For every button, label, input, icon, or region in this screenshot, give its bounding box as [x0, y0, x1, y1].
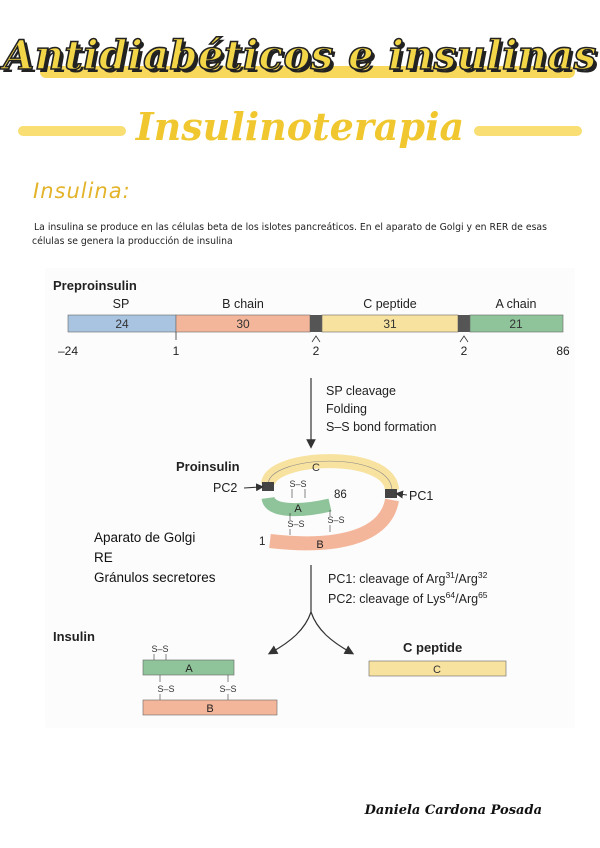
title-highlight-bar	[40, 66, 575, 78]
pc1-sup-1: 31	[445, 570, 455, 580]
note-golgi: Aparato de Golgi	[94, 530, 196, 545]
segment-a-chain	[469, 314, 564, 333]
intro-paragraph: La insulina se produce en las células be…	[32, 222, 547, 247]
preproinsulin-label: Preproinsulin	[53, 278, 137, 293]
proinsulin-cleavage-pc2	[262, 482, 274, 491]
proinsulin-b-letter: B	[316, 539, 323, 551]
proinsulin-a-letter: A	[294, 503, 302, 515]
position-2a: 2	[313, 344, 320, 358]
insulin-a-letter: A	[185, 663, 193, 675]
insulin-b-letter: B	[206, 703, 213, 715]
step-ss-bond: S–S bond formation	[326, 420, 437, 434]
step-sp-cleavage: SP cleavage	[326, 384, 396, 398]
proinsulin-cleavage-pc1	[385, 489, 397, 498]
pc2-cleavage-text: PC2: cleavage of Lys64/Arg65	[328, 590, 488, 606]
insulin-ss-1: S–S	[157, 684, 174, 694]
note-re: RE	[94, 550, 113, 565]
pc1-mid: /Arg	[455, 572, 478, 586]
segment-length-c: 31	[383, 317, 397, 331]
c-peptide-chain	[368, 660, 507, 677]
organelle-notes: Aparato de Golgi RE Gránulos secretores	[94, 528, 216, 588]
pc1-arrow	[395, 490, 408, 499]
caret-2	[459, 335, 469, 343]
cleavage-site-1	[310, 315, 322, 332]
pc2-arrow	[243, 483, 264, 492]
insulin-b-chain	[142, 699, 278, 716]
c-peptide-letter: C	[433, 664, 441, 676]
cleavage-site-2	[458, 315, 470, 332]
position-start: –24	[58, 344, 78, 358]
segment-name-a-chain: A chain	[495, 297, 536, 311]
segment-length-sp: 24	[115, 317, 129, 331]
pc2-prefix: PC2: cleavage of Lys	[328, 592, 446, 606]
pc1-prefix: PC1: cleavage of Arg	[328, 572, 445, 586]
pc2-sup-1: 64	[446, 590, 456, 600]
pc2-mid: /Arg	[455, 592, 478, 606]
pc2-label: PC2	[213, 481, 237, 495]
segment-name-c-peptide: C peptide	[363, 297, 417, 311]
pc1-cleavage-text: PC1: cleavage of Arg31/Arg32	[328, 570, 488, 586]
segment-name-sp: SP	[113, 297, 130, 311]
split-arrow-right	[310, 611, 355, 655]
pc1-label: PC1	[409, 489, 433, 503]
page-title: Antidiabéticos e insulinas	[2, 31, 597, 80]
insulin-ss-top: S–S	[151, 644, 168, 654]
segment-length-b: 30	[236, 317, 250, 331]
section-heading: Insulina:	[33, 179, 131, 203]
segment-name-b-chain: B chain	[222, 297, 264, 311]
step-folding: Folding	[326, 402, 367, 416]
c-peptide-label: C peptide	[403, 640, 462, 655]
page-subtitle: Insulinoterapia	[135, 104, 465, 149]
proinsulin-label: Proinsulin	[176, 459, 240, 474]
caret-1	[311, 335, 321, 343]
insulin-ss-2: S–S	[219, 684, 236, 694]
position-end: 86	[556, 344, 570, 358]
proinsulin-a-chain	[261, 495, 332, 517]
position-2b: 2	[461, 344, 468, 358]
proinsulin-c-loop	[261, 454, 399, 492]
split-arrow-left	[267, 611, 312, 655]
proinsulin-ss-internal: S–S	[289, 479, 306, 489]
pc2-sup-2: 65	[478, 590, 488, 600]
segment-length-a: 21	[509, 317, 523, 331]
proinsulin-b-chain	[269, 498, 399, 551]
insulin-label: Insulin	[53, 629, 95, 644]
subtitle-highlight-left	[18, 126, 126, 136]
diagram-background	[45, 268, 575, 728]
proinsulin-num-86: 86	[334, 489, 347, 501]
note-granules: Gránulos secretores	[94, 570, 216, 585]
proinsulin-num-1: 1	[259, 536, 265, 548]
author-signature: Daniela Cardona Posada	[364, 803, 542, 818]
proinsulin-ss-ab-1: S–S	[287, 519, 304, 529]
subtitle-highlight-right	[474, 126, 582, 136]
pc1-sup-2: 32	[478, 570, 488, 580]
insulin-a-chain	[142, 659, 235, 676]
proinsulin-c-letter: C	[312, 462, 320, 474]
position-1: 1	[173, 344, 180, 358]
proinsulin-ss-ab-2: S–S	[327, 515, 344, 525]
